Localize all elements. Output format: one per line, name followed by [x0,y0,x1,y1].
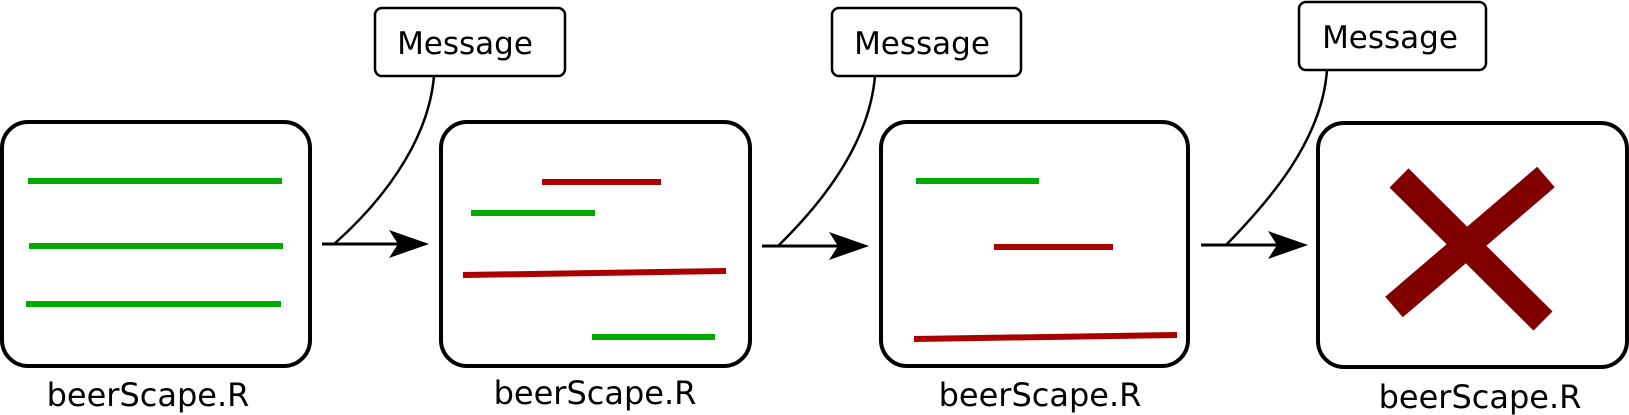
message-callout-3: Message [1225,0,1488,246]
arrow-3 [1201,231,1308,259]
message-label-2: Message [854,26,990,62]
code-line-2-3 [462,268,727,278]
message-callout-2: Message [777,6,1023,247]
panel-2-frame [439,120,752,368]
panel-caption-3: beerScape.R [939,376,1142,414]
panel-1: beerScape.R [0,120,312,414]
panel-caption-1: beerScape.R [47,376,250,414]
arrow-3-head [1268,231,1308,259]
message-label-1: Message [397,26,533,62]
arrow-2 [762,232,869,260]
message-box-2 [830,6,1023,78]
x-cross-stroke-2 [1385,166,1555,318]
arrow-1-head [389,230,429,258]
panel-4: beerScape.R [1316,121,1629,415]
message-label-3: Message [1322,20,1458,56]
message-callout-2-tail [777,75,877,247]
panel-3: beerScape.R [879,120,1190,414]
message-box-3 [1297,0,1488,72]
message-callout-1: Message [333,6,567,245]
arrow-1 [322,230,429,258]
message-callout-1-tail [333,75,436,245]
arrow-2-head [829,232,869,260]
message-callout-3-tail [1225,69,1329,246]
panel-caption-2: beerScape.R [494,374,697,412]
panel-caption-4: beerScape.R [1379,378,1582,415]
x-cross-icon [1385,166,1555,331]
panel-2: beerScape.R [439,120,752,412]
message-box-1 [373,6,567,78]
code-line-3-3 [913,332,1178,342]
